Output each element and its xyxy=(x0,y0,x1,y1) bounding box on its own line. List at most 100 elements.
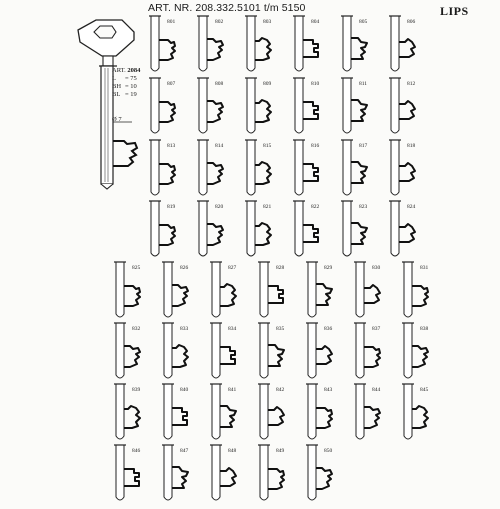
key-profile-number: 801 xyxy=(167,19,176,25)
key-cross-section xyxy=(316,345,333,365)
key-profile-number: 817 xyxy=(359,143,368,149)
key-blade-outline xyxy=(259,384,269,440)
key-profile-823: 823 xyxy=(340,199,380,265)
key-profile-drawing xyxy=(354,322,381,379)
key-cross-section xyxy=(172,407,188,426)
key-profile-number: 812 xyxy=(407,81,416,87)
key-profile-818: 818 xyxy=(388,138,428,204)
key-profile-803: 803 xyxy=(244,14,284,80)
key-profile-846: 846 xyxy=(113,443,153,509)
key-profile-824: 824 xyxy=(388,199,428,265)
key-blade-outline xyxy=(246,78,256,134)
key-blade-outline xyxy=(198,16,208,72)
key-profile-number: 815 xyxy=(263,143,272,149)
key-cross-section xyxy=(220,467,237,487)
key-cross-section xyxy=(172,466,189,489)
key-cross-section xyxy=(412,405,429,429)
key-profile-drawing xyxy=(149,200,176,257)
key-profile-number: 836 xyxy=(324,326,333,332)
key-cross-section xyxy=(316,283,333,306)
key-profile-831: 831 xyxy=(401,260,441,326)
key-profile-828: 828 xyxy=(257,260,297,326)
key-cross-section xyxy=(255,222,272,246)
key-profile-836: 836 xyxy=(305,321,345,387)
key-cross-section xyxy=(412,345,429,368)
key-blade-outline xyxy=(246,16,256,72)
key-profile-812: 812 xyxy=(388,76,428,142)
key-blade-outline xyxy=(390,16,400,72)
key-profile-838: 838 xyxy=(401,321,441,387)
key-profile-number: 821 xyxy=(263,204,272,210)
key-profile-drawing xyxy=(402,383,429,440)
key-profile-number: 827 xyxy=(228,265,237,271)
key-profile-drawing xyxy=(293,15,319,72)
key-profile-number: 843 xyxy=(324,387,333,393)
key-profile-drawing xyxy=(293,139,319,196)
key-profile-number: 808 xyxy=(215,81,224,87)
key-profile-number: 842 xyxy=(276,387,285,393)
key-profile-819: 819 xyxy=(148,199,188,265)
key-blade-outline xyxy=(403,323,413,379)
key-profile-number: 823 xyxy=(359,204,368,210)
key-blade-outline xyxy=(163,323,173,379)
key-cross-section xyxy=(255,161,272,185)
key-blade-outline xyxy=(294,201,304,257)
key-blade-outline xyxy=(342,140,352,196)
key-profile-drawing xyxy=(197,200,224,257)
key-cross-section xyxy=(303,39,319,58)
key-profile-839: 839 xyxy=(113,382,153,448)
brand-logo-text: LIPS xyxy=(440,4,469,18)
key-cross-section xyxy=(220,283,237,307)
key-profile-number: 807 xyxy=(167,81,176,87)
key-profile-number: 802 xyxy=(215,19,224,25)
key-profile-802: 802 xyxy=(196,14,236,80)
key-profile-number: 841 xyxy=(228,387,237,393)
spec-row-bh: BH = 10 xyxy=(112,83,140,91)
key-profile-drawing xyxy=(245,139,272,196)
key-profile-drawing xyxy=(389,15,416,72)
key-blade-outline xyxy=(115,445,125,501)
key-profile-number: 820 xyxy=(215,204,224,210)
key-blade-outline xyxy=(403,262,413,318)
key-blade-outline xyxy=(198,140,208,196)
key-profile-drawing xyxy=(245,15,272,72)
key-profile-drawing xyxy=(293,77,319,134)
key-profile-number: 838 xyxy=(420,326,429,332)
key-profile-number: 839 xyxy=(132,387,141,393)
key-profile-drawing xyxy=(210,383,237,440)
key-profile-drawing xyxy=(258,261,284,318)
key-profile-drawing xyxy=(162,261,189,318)
key-profile-810: 810 xyxy=(292,76,332,142)
key-profile-drawing xyxy=(389,77,416,134)
spec-row-bl: BL = 19 xyxy=(112,91,140,99)
key-blade-outline xyxy=(246,140,256,196)
key-profile-drawing xyxy=(210,322,236,379)
key-profile-number: 850 xyxy=(324,448,333,454)
key-blade-outline xyxy=(307,323,317,379)
key-cross-section xyxy=(159,101,176,123)
key-profile-number: 814 xyxy=(215,143,224,149)
key-profile-drawing xyxy=(306,444,333,501)
key-cross-section xyxy=(124,285,141,307)
key-blade-outline xyxy=(294,140,304,196)
key-profile-drawing xyxy=(258,444,285,501)
key-blade-outline xyxy=(294,78,304,134)
key-blade-outline xyxy=(163,445,173,501)
key-cross-section xyxy=(351,161,368,184)
key-cross-section xyxy=(220,346,236,365)
key-profile-drawing xyxy=(341,200,368,257)
key-profile-number: 816 xyxy=(311,143,320,149)
key-profile-808: 808 xyxy=(196,76,236,142)
key-profile-drawing xyxy=(306,261,333,318)
key-profile-number: 818 xyxy=(407,143,416,149)
spec-value: = 75 xyxy=(125,75,137,82)
key-profile-drawing xyxy=(149,139,176,196)
key-profile-817: 817 xyxy=(340,138,380,204)
key-profile-805: 805 xyxy=(340,14,380,80)
key-blade-outline xyxy=(246,201,256,257)
spec-diameter: Ø 7 xyxy=(112,116,122,123)
key-profile-825: 825 xyxy=(113,260,153,326)
key-cross-section xyxy=(159,39,176,61)
key-profile-drawing xyxy=(258,322,285,379)
key-specifications: ART. 2084 L = 75 BH = 10 BL = 19 xyxy=(112,67,140,99)
